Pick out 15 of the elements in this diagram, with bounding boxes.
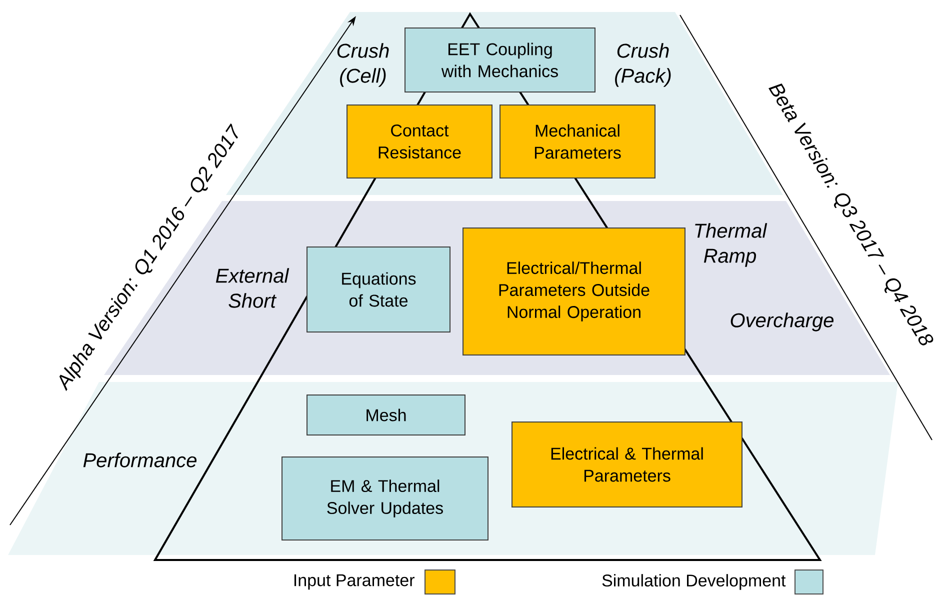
parameter-box: Contact Resistance [346, 104, 492, 178]
development-box: EM & Thermal Solver Updates [282, 456, 488, 540]
development-box: EET Coupling with Mechanics [404, 28, 596, 92]
side-label: Crush (Pack) [615, 43, 671, 87]
parameter-box: Mechanical Parameters [500, 104, 656, 178]
side-label: Performance [83, 452, 196, 468]
side-label: Overcharge [730, 312, 834, 332]
side-label: Crush (Cell) [337, 43, 389, 87]
development-box: Mesh [306, 394, 466, 436]
parameter-box: Electrical/Thermal Parameters Outside Normal Operation [462, 228, 686, 356]
legend-label: Input Parameter [294, 574, 414, 590]
development-box: Equations of State [306, 246, 450, 332]
side-label: External Short [216, 268, 290, 308]
parameter-box: Electrical & Thermal Parameters [512, 422, 742, 508]
legend-label: Simulation Development [602, 574, 786, 590]
